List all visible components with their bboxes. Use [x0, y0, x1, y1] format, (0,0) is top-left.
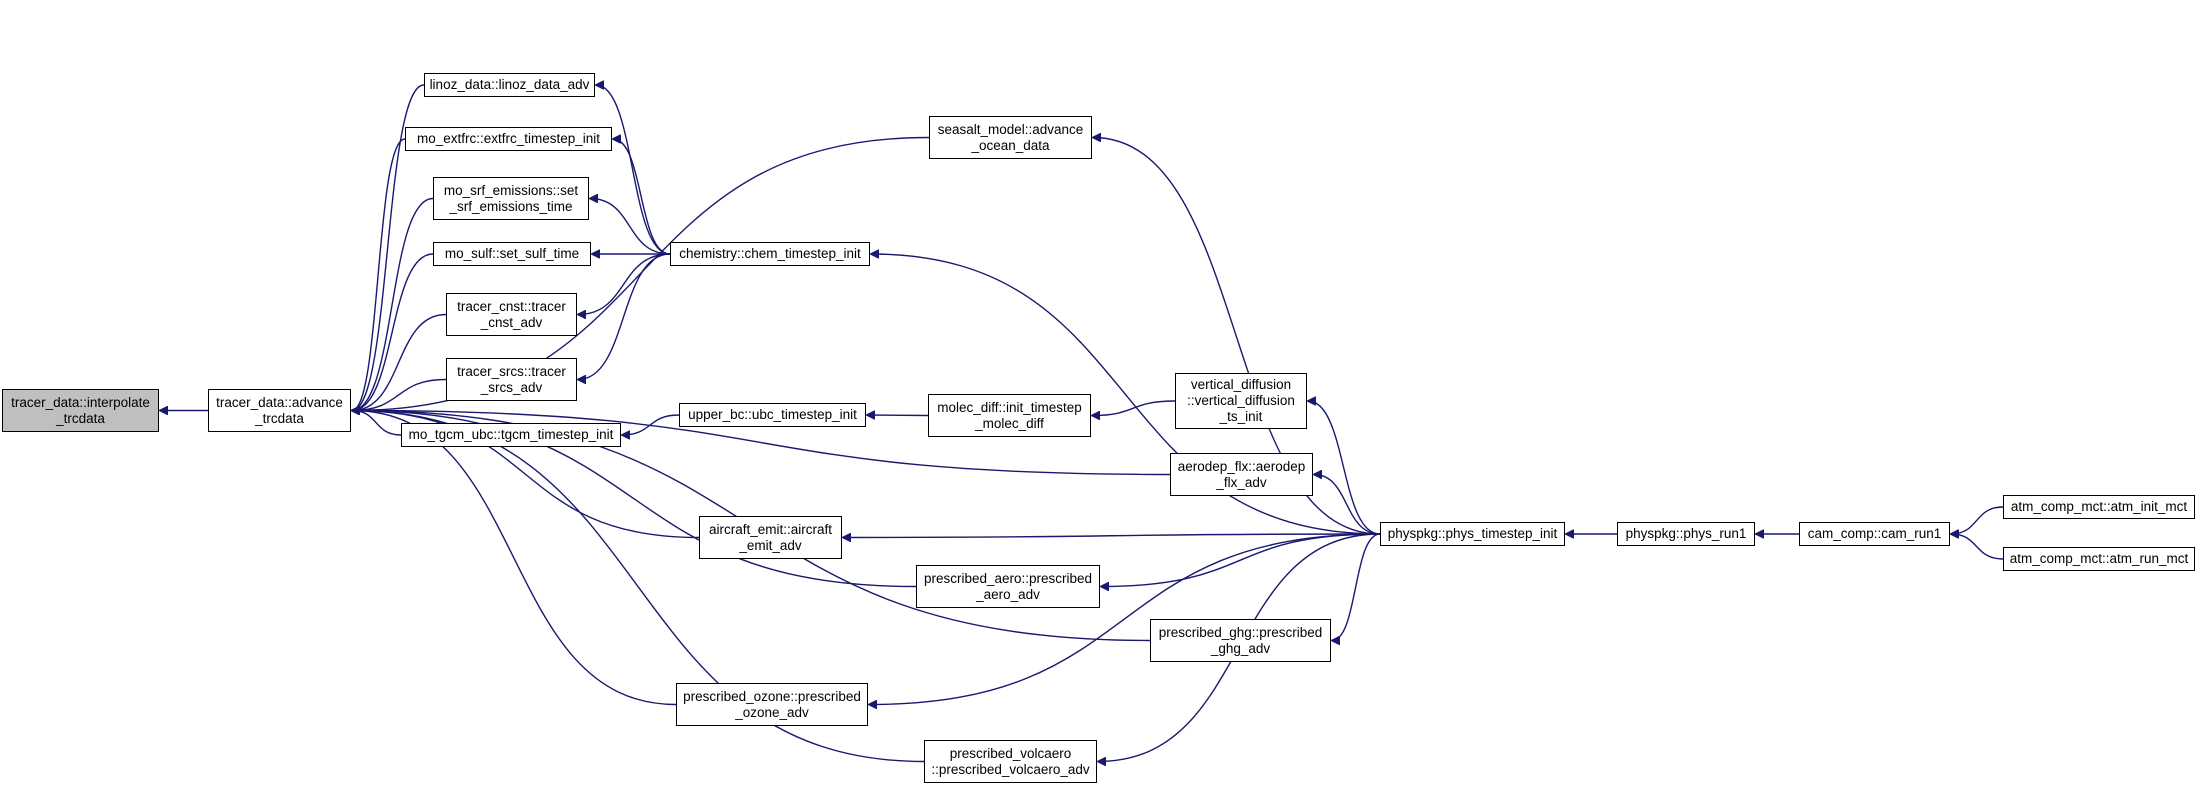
edge-cnst-to-advance [352, 313, 447, 411]
edge-chem-to-linoz [596, 85, 671, 255]
node-advance[interactable]: tracer_data::advance _trcdata [208, 389, 351, 432]
edge-vdiff-to-molec [1092, 400, 1176, 416]
edge-chem-to-srfem [590, 199, 671, 255]
edge-srcs-to-advance [352, 378, 447, 411]
edge-physts-to-seasalt [1093, 138, 1381, 535]
node-aircraft[interactable]: aircraft_emit::aircraft _emit_adv [699, 516, 842, 559]
node-srcs[interactable]: tracer_srcs::tracer _srcs_adv [446, 358, 577, 401]
edge-physts-to-pghg [1332, 533, 1381, 641]
edge-atmrun-to-camrun [1951, 534, 2004, 560]
node-molec[interactable]: molec_diff::init_timestep _molec_diff [928, 394, 1091, 437]
edge-extfrc-to-advance [352, 138, 406, 411]
edge-physts-to-pozone [869, 533, 1381, 705]
edge-chem-to-cnst [578, 253, 671, 315]
node-physts[interactable]: physpkg::phys_timestep_init [1380, 522, 1565, 546]
node-cnst[interactable]: tracer_cnst::tracer _cnst_adv [446, 293, 577, 336]
node-srfem[interactable]: mo_srf_emissions::set _srf_emissions_tim… [433, 177, 589, 220]
node-tgcm[interactable]: mo_tgcm_ubc::tgcm_timestep_init [401, 423, 621, 447]
edge-sulf-to-advance [352, 253, 434, 411]
edge-physts-to-paero [1101, 533, 1381, 587]
node-atminit[interactable]: atm_comp_mct::atm_init_mct [2003, 495, 2195, 519]
node-pvolc[interactable]: prescribed_volcaero ::prescribed_volcaer… [924, 740, 1097, 783]
edge-paero-to-advance [352, 411, 917, 588]
node-interp: tracer_data::interpolate _trcdata [2, 389, 159, 432]
edge-physts-to-aerodep [1314, 475, 1381, 535]
node-pozone[interactable]: prescribed_ozone::prescribed _ozone_adv [676, 683, 868, 726]
node-physrun[interactable]: physpkg::phys_run1 [1617, 522, 1755, 546]
node-seasalt[interactable]: seasalt_model::advance _ocean_data [929, 116, 1092, 159]
node-ubc[interactable]: upper_bc::ubc_timestep_init [679, 403, 866, 427]
node-paero[interactable]: prescribed_aero::prescribed _aero_adv [916, 565, 1100, 608]
node-extfrc[interactable]: mo_extfrc::extfrc_timestep_init [405, 127, 612, 151]
edge-physts-to-vdiff [1308, 401, 1381, 535]
edge-physts-to-aircraft [843, 534, 1381, 538]
edge-linoz-to-advance [352, 84, 425, 411]
node-chem[interactable]: chemistry::chem_timestep_init [670, 242, 870, 266]
node-sulf[interactable]: mo_sulf::set_sulf_time [433, 242, 591, 266]
edge-chem-to-srcs [578, 253, 671, 380]
node-atmrun[interactable]: atm_comp_mct::atm_run_mct [2003, 547, 2195, 571]
edge-tgcm-to-advance [352, 411, 402, 436]
edge-atminit-to-camrun [1951, 506, 2004, 534]
node-linoz[interactable]: linoz_data::linoz_data_adv [424, 73, 595, 97]
edge-srfem-to-advance [352, 197, 434, 411]
edge-chem-to-extfrc [613, 139, 671, 255]
edge-ubc-to-tgcm [622, 414, 680, 435]
node-camrun[interactable]: cam_comp::cam_run1 [1799, 522, 1950, 546]
edge-physts-to-chem [871, 254, 1381, 535]
node-pghg[interactable]: prescribed_ghg::prescribed _ghg_adv [1150, 619, 1331, 662]
edge-molec-to-ubc [867, 415, 929, 416]
node-vdiff[interactable]: vertical_diffusion ::vertical_diffusion … [1175, 373, 1307, 429]
edge-aerodep-to-advance [352, 411, 1171, 476]
node-aerodep[interactable]: aerodep_flx::aerodep _flx_adv [1170, 453, 1313, 496]
